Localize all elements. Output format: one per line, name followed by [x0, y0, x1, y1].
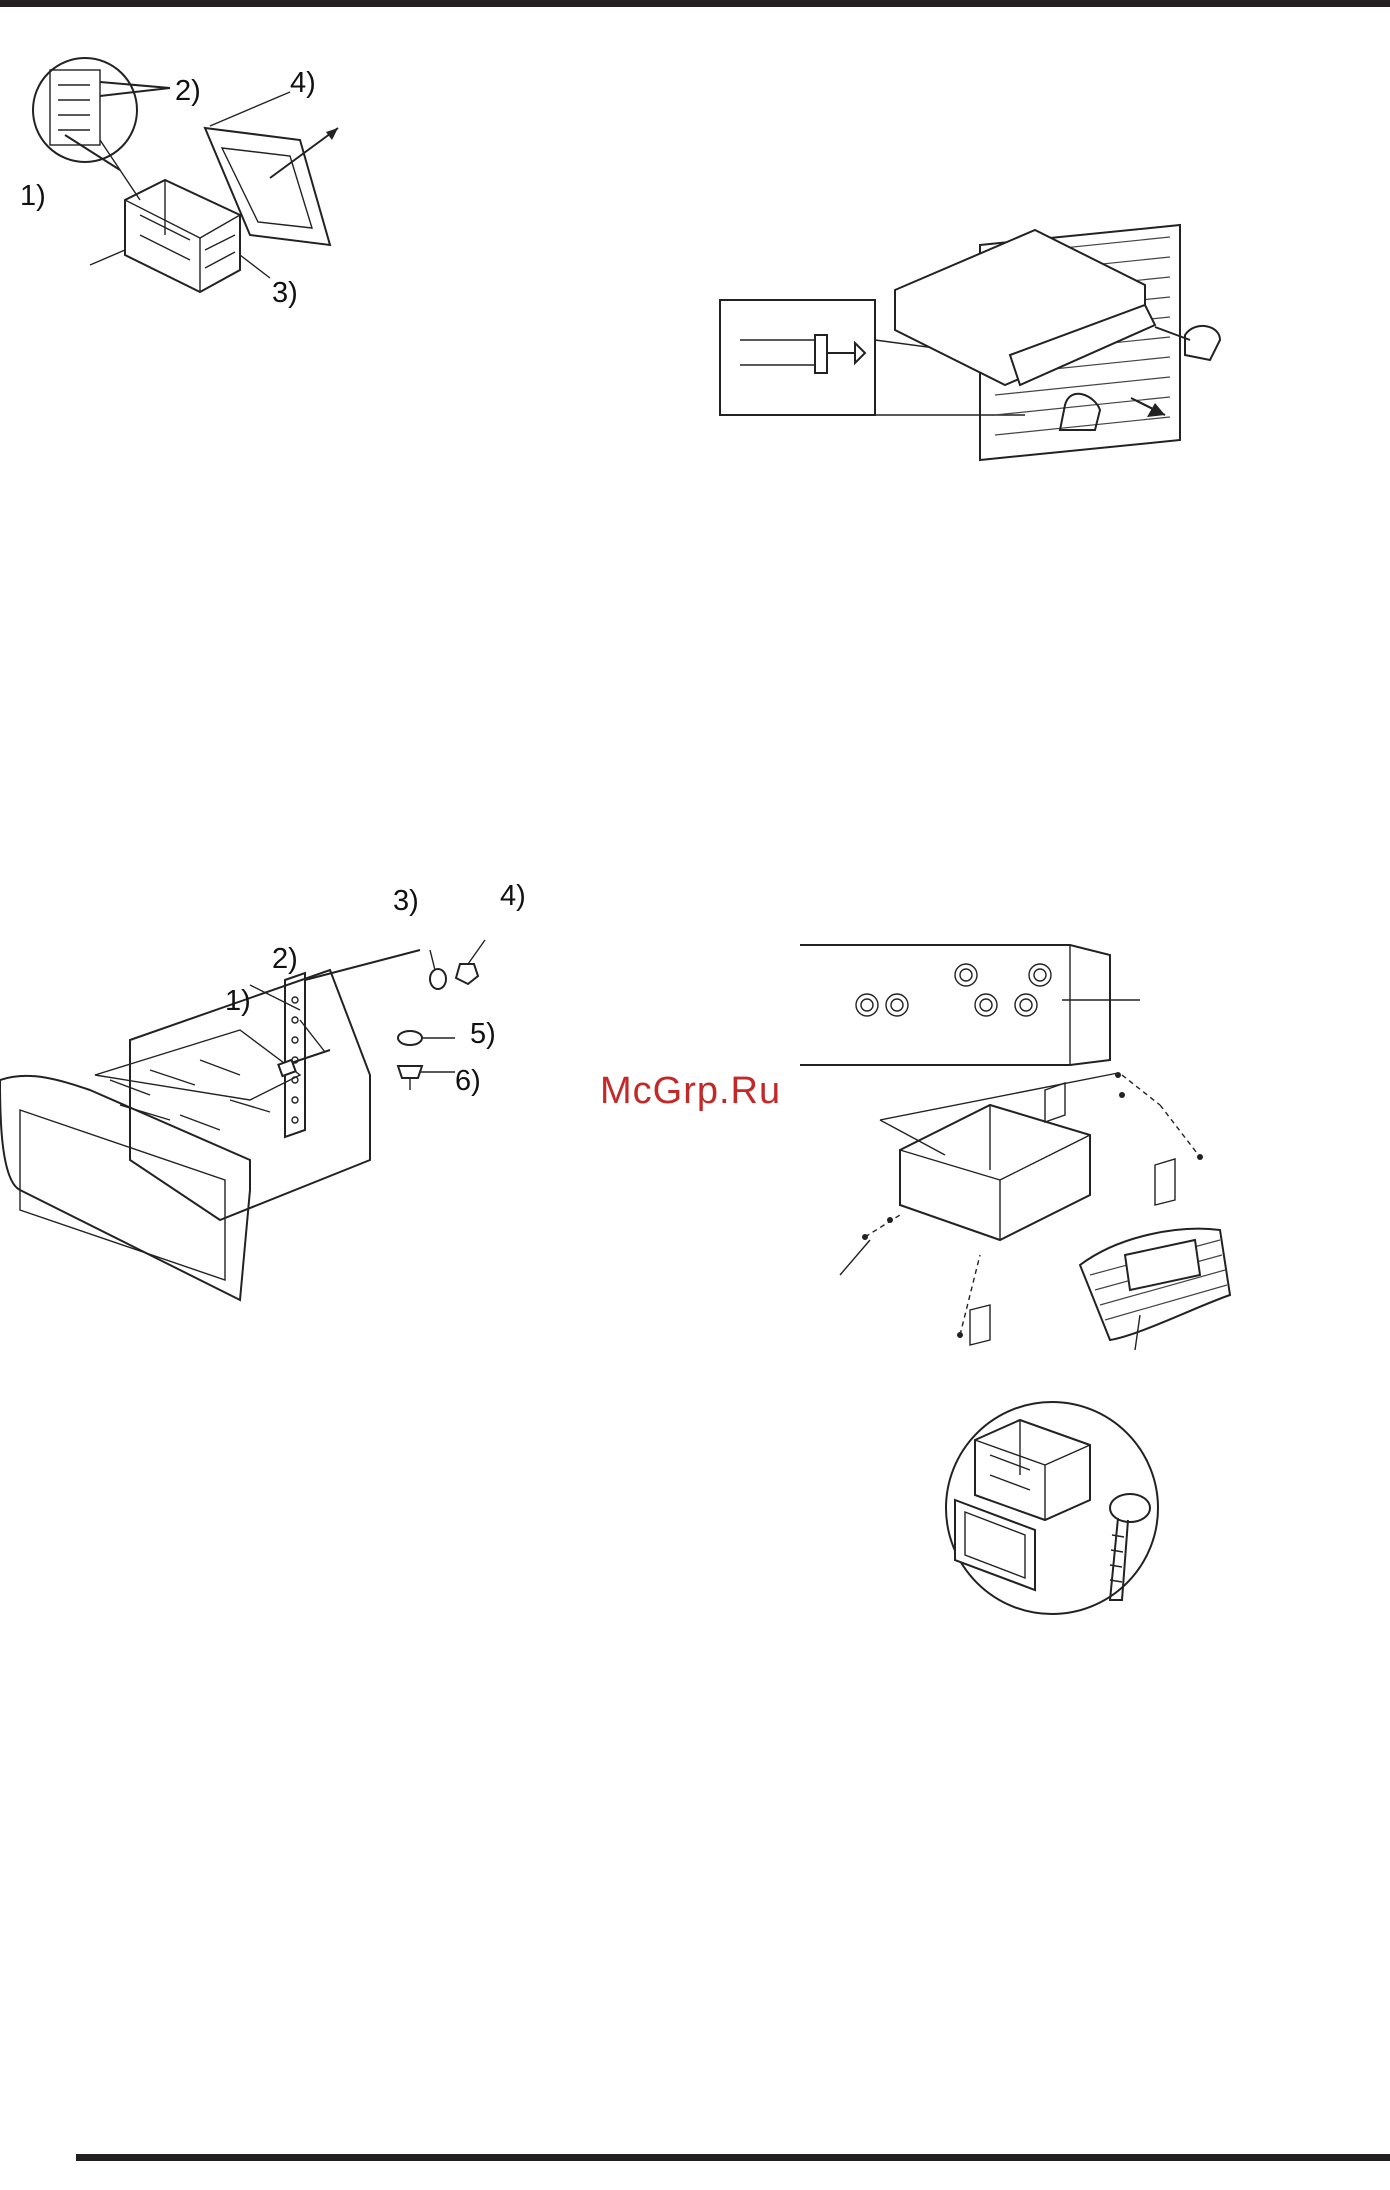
right-hand: [1185, 326, 1220, 360]
sleeve-cage: [975, 1420, 1090, 1520]
label-5: 5): [470, 1018, 496, 1050]
key-inset-box: [720, 300, 875, 415]
side-plate-detail: [800, 945, 1110, 1065]
unit-removal-figure: [715, 225, 1255, 465]
label-2: 2): [175, 75, 201, 107]
label-4: 4): [500, 880, 526, 912]
exploded-unit: [900, 1105, 1090, 1240]
tape-roll: [1110, 1494, 1150, 1522]
tape-strip: [1110, 1518, 1128, 1600]
side-bracket-top: [1045, 1083, 1065, 1122]
bracket-mounting-figure: 1) 2) 3) 4) 5) 6): [0, 880, 560, 1340]
mounting-screw: [398, 1066, 422, 1078]
spring-washer: [430, 969, 446, 989]
side-screw-holes: [856, 964, 1051, 1016]
label-3: 3): [272, 277, 298, 309]
label-2: 2): [272, 943, 298, 975]
label-1: 1): [20, 180, 46, 212]
sleeve-tape-figure: [940, 1400, 1170, 1620]
removal-key-detail: [65, 135, 120, 170]
label-4: 4): [290, 67, 316, 99]
hex-nut: [456, 964, 478, 984]
watermark-text: McGrp.Ru: [600, 1070, 781, 1113]
side-bracket-bottom: [970, 1305, 990, 1345]
flat-washer: [398, 1031, 422, 1045]
sleeve-removal-figure: 1) 2) 3) 4): [0, 40, 360, 340]
label-3: 3): [393, 885, 419, 917]
top-rule: [0, 0, 1390, 7]
side-bracket-figure: [800, 935, 1160, 1355]
detail-magnifier-circle: [33, 58, 137, 162]
detail-sleeve-side: [50, 70, 100, 145]
label-1: 1): [225, 985, 251, 1017]
side-bracket-right: [1155, 1159, 1175, 1205]
label-6: 6): [455, 1065, 481, 1097]
bottom-rule: [76, 2154, 1390, 2161]
